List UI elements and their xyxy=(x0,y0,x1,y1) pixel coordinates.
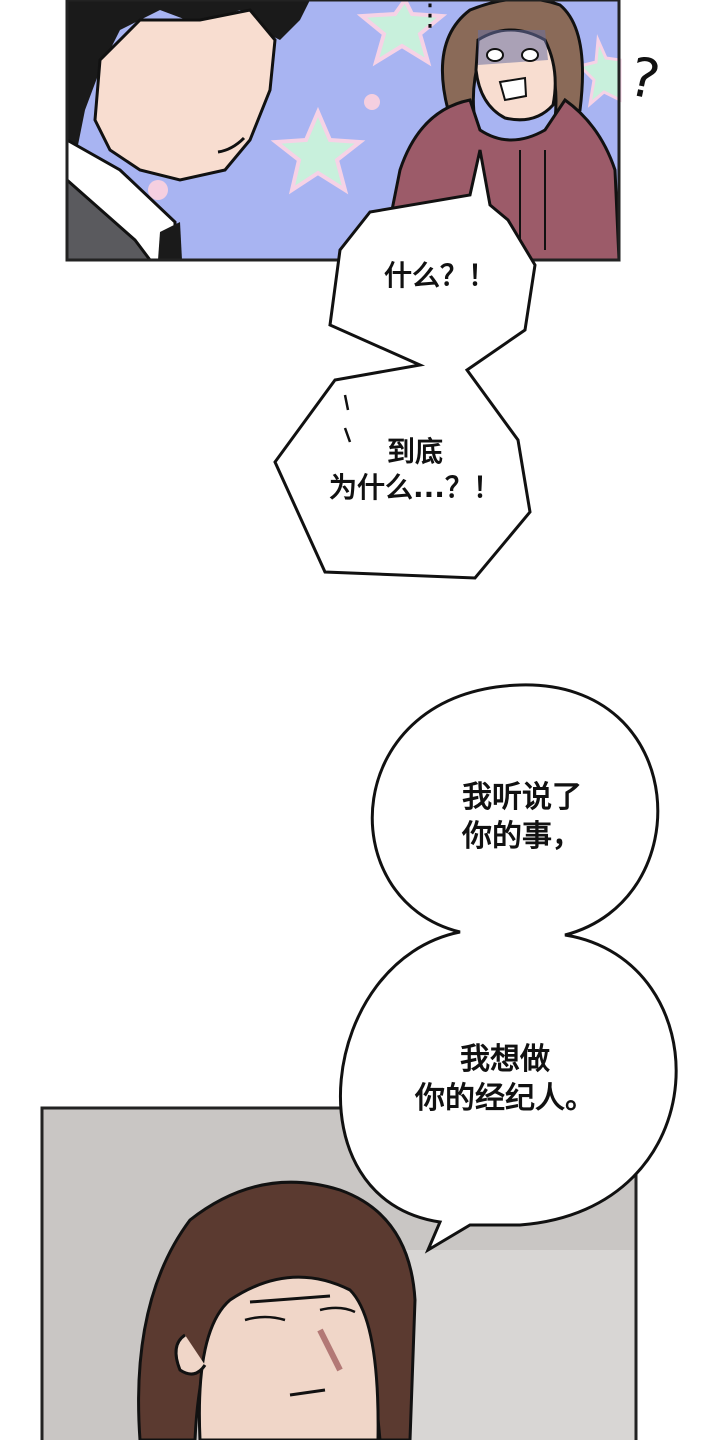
bubble-4-text: 我想做 你的经纪人。 xyxy=(405,1040,605,1118)
woman-eye-right xyxy=(521,48,539,62)
woman-mouth xyxy=(498,76,528,102)
man-eyes xyxy=(244,1306,356,1322)
star-decoration xyxy=(270,106,366,195)
panel-border xyxy=(40,1106,638,1444)
bubble-2-line: 为什么...？！ xyxy=(329,471,501,505)
bubble-1-line: 什么？！ xyxy=(383,259,496,292)
bubble-3-line: 你的事， xyxy=(462,819,582,854)
man-ear xyxy=(174,1333,207,1376)
star-decoration xyxy=(577,34,622,108)
speech-bubble-jagged xyxy=(273,149,537,580)
speech-bubble-round xyxy=(338,683,678,1254)
background-wall xyxy=(400,1250,636,1444)
bubble-3-text: 我听说了 你的事， xyxy=(422,778,622,856)
pink-dot xyxy=(148,180,168,200)
bubble-3-line: 我听说了 xyxy=(462,780,582,815)
man-face xyxy=(93,8,277,182)
bubble-2-text: 到底 为什么...？！ xyxy=(300,434,530,507)
man-tie xyxy=(158,222,182,260)
man-mouth xyxy=(289,1388,326,1397)
man-bruise xyxy=(317,1328,343,1372)
man-hair xyxy=(67,0,310,170)
hoodie-strings xyxy=(519,150,546,250)
pink-dot xyxy=(364,94,380,110)
woman-eye-left xyxy=(486,48,504,62)
star-decoration xyxy=(356,0,448,67)
man-mouth xyxy=(217,136,246,154)
sweat-marks xyxy=(343,394,352,443)
bubble-1-text: 什么？！ xyxy=(355,258,525,294)
bubble-jagged-group xyxy=(273,149,537,580)
man-brows xyxy=(249,1294,331,1304)
sfx-dots: ⋮ xyxy=(415,0,445,33)
man-face xyxy=(197,1275,380,1442)
bubble-4-line: 你的经纪人。 xyxy=(415,1081,595,1116)
bubble-4-line: 我想做 xyxy=(460,1042,550,1077)
bubble-2-line: 到底 xyxy=(386,435,443,468)
